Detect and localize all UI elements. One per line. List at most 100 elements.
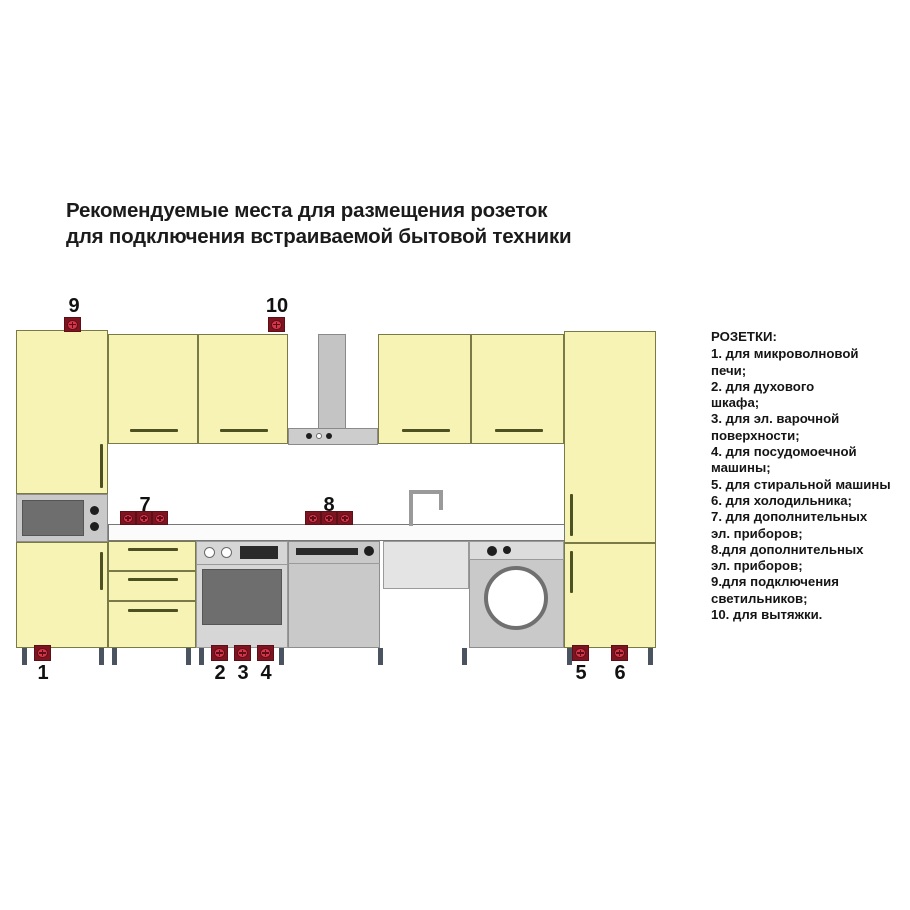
legend-item: эл. приборов; (711, 558, 803, 574)
socket-3[interactable] (234, 645, 251, 661)
legend-item: 1. для микроволновой (711, 346, 859, 362)
washer-knob-1 (487, 546, 497, 556)
dishwasher-control-strip (296, 548, 358, 555)
socket-5[interactable] (572, 645, 589, 661)
base-drawer-3 (108, 601, 196, 648)
refrigerator-cabinet-upper (564, 331, 656, 543)
legend-item: 3. для эл. варочной (711, 411, 840, 427)
cabinet-handle (495, 429, 543, 433)
socket-label-7: 7 (139, 494, 151, 516)
dishwasher (288, 541, 380, 648)
socket-label-4: 4 (260, 662, 272, 684)
fridge-handle-upper (570, 494, 574, 536)
socket-2[interactable] (211, 645, 228, 661)
legend-item: 2. для духового (711, 378, 815, 394)
socket-face-icon (575, 648, 586, 658)
hood-button-2 (316, 433, 322, 439)
refrigerator-cabinet-lower (564, 543, 656, 648)
hood-button-1 (306, 433, 312, 439)
microwave-knob-lower (90, 522, 99, 531)
title-line-1: Рекомендуемые места для размещения розет… (66, 199, 548, 222)
socket-face-icon (324, 513, 334, 523)
upper-cabinet-3 (378, 334, 471, 444)
socket-face-icon (37, 648, 48, 658)
upper-cabinet-left-tall (16, 330, 108, 494)
legend-item: светильников; (711, 590, 808, 606)
range-hood-chimney (318, 334, 346, 434)
cabinet-leg (99, 648, 104, 665)
countertop (108, 524, 565, 541)
cabinet-handle (220, 429, 268, 433)
socket-4[interactable] (257, 645, 274, 661)
oven-knob-1 (204, 547, 215, 558)
socket-label-1: 1 (37, 662, 49, 684)
cabinet-leg (567, 648, 572, 665)
microwave-knob-upper (90, 506, 99, 515)
legend-item: шкафа; (711, 395, 760, 411)
socket-face-icon (237, 648, 248, 658)
socket-face-icon (271, 319, 282, 330)
socket-label-5: 5 (575, 662, 587, 684)
legend-item: 5. для стиральной машины (711, 476, 891, 492)
legend-item: 9.для подключения (711, 574, 839, 590)
faucet-column (409, 490, 413, 526)
legend-item: 10. для вытяжки. (711, 607, 823, 623)
lower-cabinet-left-tall (16, 542, 108, 648)
cabinet-handle (100, 444, 104, 488)
faucet-spout-arm (409, 490, 443, 494)
legend-item: машины; (711, 460, 771, 476)
socket-group-7[interactable] (120, 511, 168, 525)
socket-8a[interactable] (305, 511, 321, 525)
drawer-handle (128, 578, 178, 582)
hood-button-3 (326, 433, 332, 439)
socket-8b[interactable] (321, 511, 337, 525)
socket-face-icon (67, 319, 78, 330)
dishwasher-button (364, 546, 374, 556)
legend-item: 7. для дополнительных (711, 509, 868, 525)
microwave-window (22, 500, 84, 536)
cabinet-leg (279, 648, 284, 665)
socket-7c[interactable] (152, 511, 168, 525)
legend-item: эл. приборов; (711, 525, 803, 541)
oven-display (240, 546, 278, 559)
socket-label-2: 2 (214, 662, 226, 684)
fridge-handle-lower (570, 551, 574, 593)
socket-face-icon (214, 648, 225, 658)
socket-1[interactable] (34, 645, 51, 661)
socket-group-8[interactable] (305, 511, 353, 525)
socket-label-9: 9 (68, 295, 80, 317)
socket-face-icon (614, 648, 625, 658)
washer-door (484, 566, 548, 630)
faucet-spout-drop (439, 490, 443, 510)
drawer-handle (128, 609, 178, 613)
socket-face-icon (260, 648, 271, 658)
cabinet-handle (130, 429, 178, 433)
socket-face-icon (139, 513, 149, 523)
legend-item: печи; (711, 362, 747, 378)
title-line-2: для подключения встраиваемой бытовой тех… (66, 225, 572, 248)
cabinet-leg (648, 648, 653, 665)
socket-label-10: 10 (265, 295, 289, 317)
upper-cabinet-4 (471, 334, 564, 444)
base-drawer-2 (108, 571, 196, 601)
legend-item: 6. для холодильника; (711, 492, 852, 508)
socket-7b[interactable] (136, 511, 152, 525)
legend-item: 8.для дополнительных (711, 541, 864, 557)
upper-cabinet-1 (108, 334, 198, 444)
cabinet-leg (186, 648, 191, 665)
socket-6[interactable] (611, 645, 628, 661)
cabinet-handle (100, 552, 104, 590)
socket-9[interactable] (64, 317, 81, 332)
washer-control-panel (469, 541, 564, 560)
range-hood-base (288, 428, 378, 445)
legend: РОЗЕТКИ: 1. для микроволновой печи; 2. д… (711, 329, 910, 623)
socket-10[interactable] (268, 317, 285, 332)
socket-8c[interactable] (337, 511, 353, 525)
socket-7a[interactable] (120, 511, 136, 525)
socket-face-icon (155, 513, 165, 523)
oven-knob-2 (221, 547, 232, 558)
cabinet-leg (112, 648, 117, 665)
socket-face-icon (123, 513, 133, 523)
legend-item: поверхности; (711, 427, 800, 443)
